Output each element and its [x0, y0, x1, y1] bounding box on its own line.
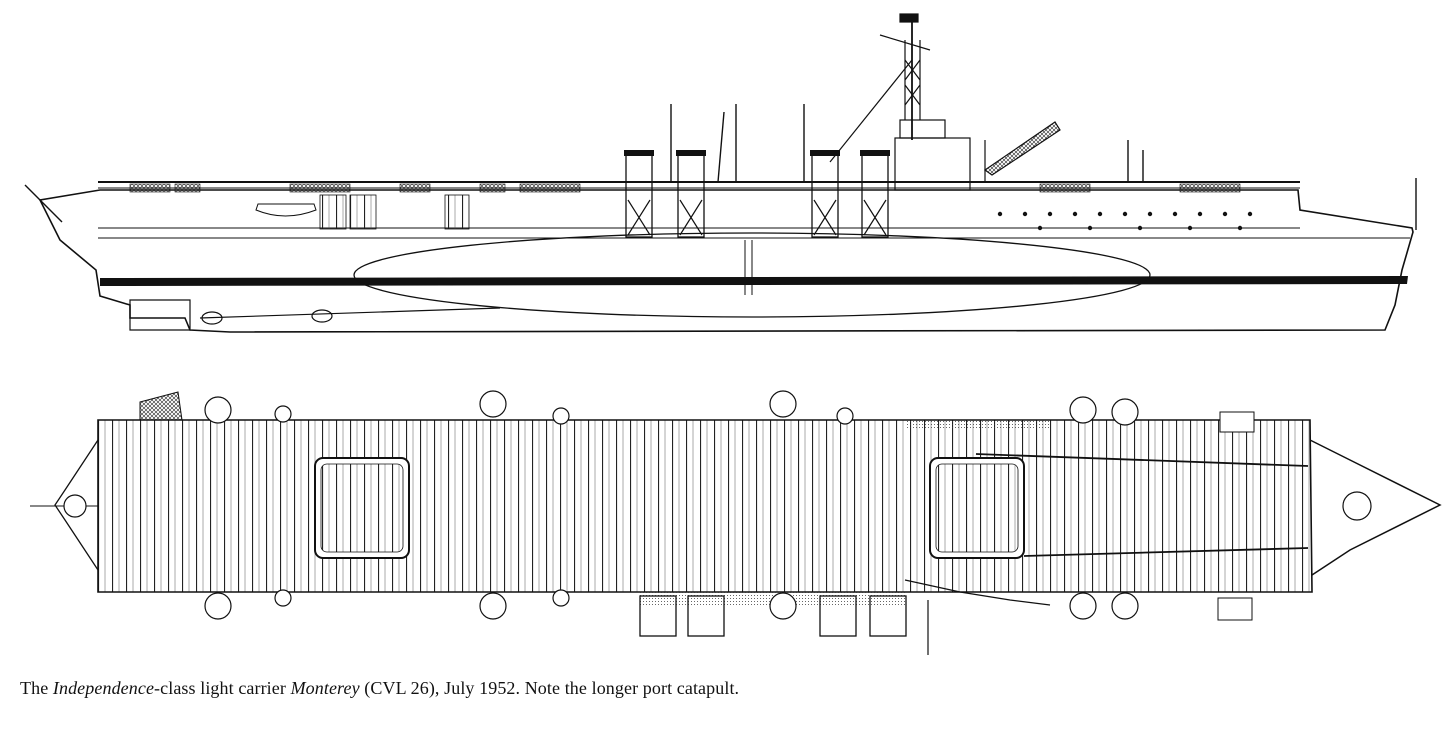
- hull-blister: [353, 232, 1151, 318]
- propellers: [129, 299, 501, 331]
- plan-view: [30, 390, 1442, 655]
- waterline-stripe: [100, 276, 1408, 286]
- gun-tubs: [63, 390, 1372, 620]
- profile-view: [24, 13, 1417, 333]
- carrier-line-drawing: [24, 13, 1442, 655]
- flight-deck: [97, 419, 1313, 593]
- catapults: [975, 453, 1309, 557]
- island: [829, 13, 971, 191]
- caption-prefix: The: [20, 678, 53, 698]
- funnel-sponsons: [639, 595, 907, 637]
- funnels: [624, 150, 890, 238]
- portholes: [997, 211, 1253, 231]
- caption-class-name: Independence: [52, 678, 155, 698]
- figure-caption: The Independence-class light carrier Mon…: [20, 678, 739, 699]
- caption-ship-name: Monterey: [290, 678, 360, 698]
- caption-middle: -class light carrier: [154, 678, 291, 698]
- caption-suffix: (CVL 26), July 1952. Note the longer por…: [359, 678, 740, 698]
- hull-outline: [38, 189, 1414, 333]
- crane: [983, 121, 1061, 182]
